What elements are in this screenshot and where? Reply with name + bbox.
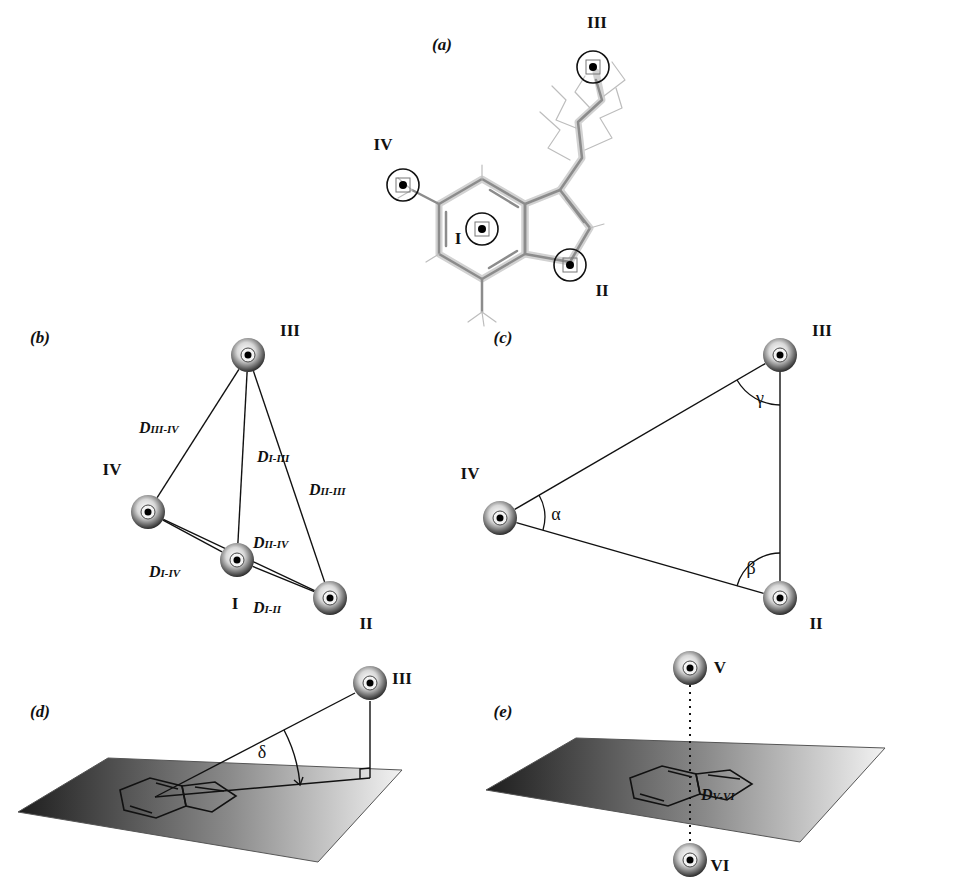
point-symbol [762,580,798,616]
panel-label: (c) [494,328,513,348]
point-label: I [455,229,462,249]
point-label: II [595,281,608,301]
distance-line [515,364,766,510]
plane-d [18,693,402,862]
point-symbol [312,580,348,616]
point-label: III [587,13,607,33]
point-label: III [280,321,300,341]
point-symbol [385,167,421,203]
plane-e [486,738,885,842]
distance-line [163,519,314,590]
panel-label: (b) [30,328,50,348]
angle-arcs [539,380,780,586]
point-symbol [762,337,798,373]
point-symbol [352,665,388,701]
point-marker: III [352,665,388,701]
distance-label: DI-II [252,599,282,617]
distance-label: DII-IV [252,534,289,552]
point-symbol [230,337,266,373]
point-label: V [714,658,726,678]
point-label: III [812,321,832,341]
point-marker: V [672,650,708,686]
point-marker: III [762,337,798,373]
point-label: VI [711,856,730,876]
panel-label: (e) [494,702,513,722]
point-symbol [575,49,611,85]
point-label: IV [374,135,393,155]
angle-label: α [551,504,560,525]
point-symbol [672,650,708,686]
distance-label: DV-VI [700,786,736,804]
point-marker: I [464,211,500,247]
angle-label: δ [258,742,266,763]
point-marker: IV [482,500,518,536]
point-symbol [464,211,500,247]
point-label: II [359,614,372,634]
distance-label: DIII-IV [138,419,180,437]
distance-line [689,685,691,843]
point-marker: II [312,580,348,616]
point-marker: IV [385,167,421,203]
point-marker: III [575,49,611,85]
point-symbol [219,542,255,578]
distance-line [238,372,247,543]
distance-line [779,372,780,581]
point-marker: II [552,247,588,283]
point-marker: IV [130,494,166,530]
point-symbol [552,247,588,283]
point-marker: VI [672,842,708,878]
point-marker: III [230,337,266,373]
distance-label: DII-III [308,481,347,499]
point-label: I [232,594,239,614]
distance-label: DI-III [256,448,290,466]
point-label: II [809,614,822,634]
point-symbol [482,500,518,536]
distance-line [163,520,222,552]
point-marker: I [219,542,255,578]
panel-label: (a) [432,35,452,55]
point-label: IV [461,464,480,484]
molecule [398,62,625,326]
point-symbol [672,842,708,878]
point-label: III [392,669,412,689]
point-symbol [130,494,166,530]
point-label: IV [103,460,122,480]
angle-label: β [746,558,755,579]
distance-label: DI-IV [148,563,181,581]
distance-line [253,566,315,591]
distance-line [516,523,763,594]
point-marker: II [762,580,798,616]
panel-label: (d) [30,702,50,722]
angle-label: γ [756,388,764,409]
